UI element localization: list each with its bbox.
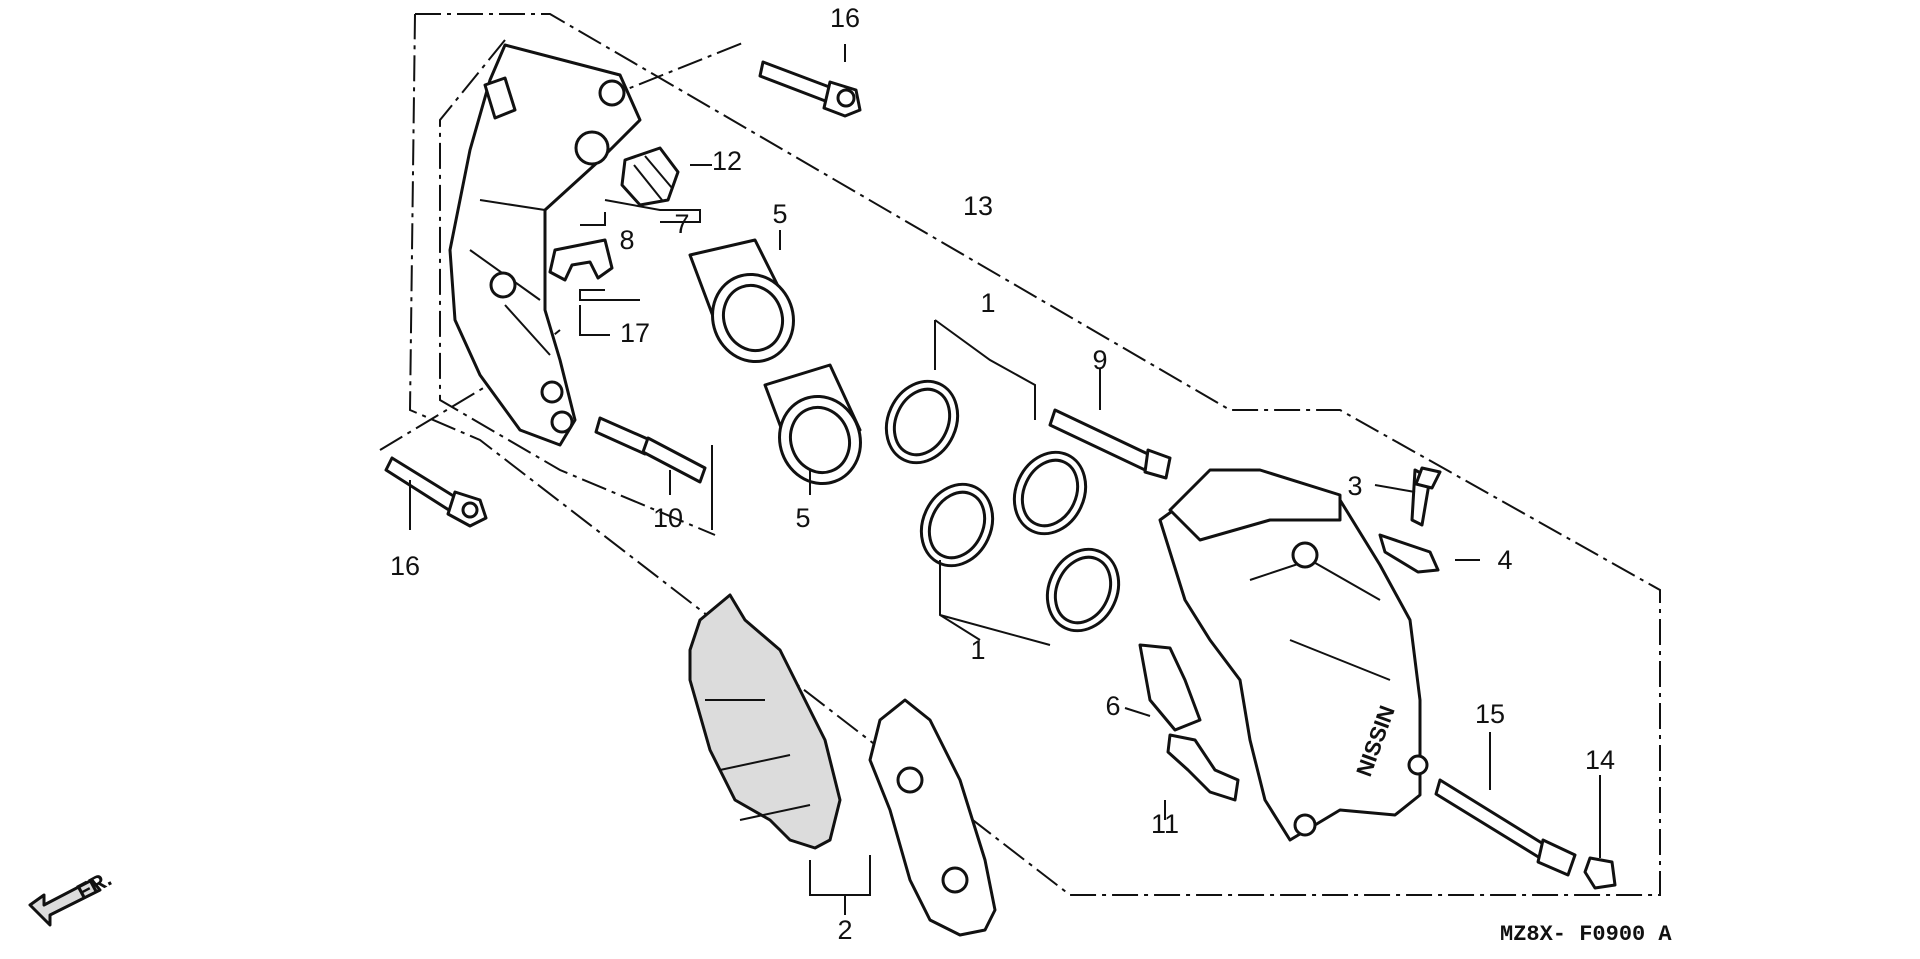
brake-pad-left <box>688 593 842 850</box>
callout-8: 8 <box>619 225 634 255</box>
callout-12: 12 <box>712 146 742 176</box>
callout-11: 11 <box>1151 809 1179 839</box>
assembly-outline-13 <box>408 13 1661 896</box>
pin-bolt-15 <box>1434 778 1577 877</box>
caliper-bracket <box>448 43 642 447</box>
assembly-outline-17 <box>439 39 716 536</box>
leader-lines <box>409 44 1601 915</box>
callout-13: 13 <box>963 191 993 221</box>
callout-2: 2 <box>837 915 852 945</box>
boot-12 <box>620 146 680 207</box>
bolt-16-bottom <box>384 456 488 528</box>
callout-15: 15 <box>1475 699 1505 729</box>
bleeder-valve-3 <box>1410 466 1442 527</box>
callout-16-bottom: 16 <box>390 551 420 581</box>
bleeder-11 <box>1166 733 1240 802</box>
callout-7: 7 <box>674 209 689 239</box>
callout-1-lower: 1 <box>970 635 985 665</box>
callout-1-upper: 1 <box>980 288 995 318</box>
callout-17: 17 <box>620 318 650 348</box>
brake-pad-right <box>868 698 997 937</box>
caliper-body: NISSIN <box>1158 468 1429 842</box>
pin-10 <box>594 416 707 484</box>
piston-5-lower <box>763 363 862 486</box>
pad-spring-8 <box>548 238 614 282</box>
front-arrow-icon: FR. <box>28 866 116 927</box>
piston-5-upper <box>688 238 795 364</box>
bleeder-cap-4 <box>1378 533 1440 574</box>
bolt-16-top <box>758 60 862 118</box>
callout-3: 3 <box>1347 471 1362 501</box>
pin-9 <box>1048 408 1172 480</box>
pad-shim-6 <box>1138 643 1202 732</box>
callout-6: 6 <box>1105 691 1120 721</box>
callout-14: 14 <box>1585 745 1615 775</box>
callout-5-upper: 5 <box>772 199 787 229</box>
plug-14 <box>1583 856 1617 890</box>
callouts: 16 12 13 7 8 5 1 17 9 10 5 3 4 16 1 6 15… <box>390 3 1615 945</box>
callout-5-lower: 5 <box>795 503 810 533</box>
bolt-outline <box>599 41 746 101</box>
callout-9: 9 <box>1092 345 1107 375</box>
diagram-code: MZ8X- F0900 A <box>1500 922 1672 947</box>
piston-seals-1 <box>884 379 1121 633</box>
callout-10: 10 <box>653 503 683 533</box>
callout-4: 4 <box>1497 545 1512 575</box>
callout-16-top: 16 <box>830 3 860 33</box>
